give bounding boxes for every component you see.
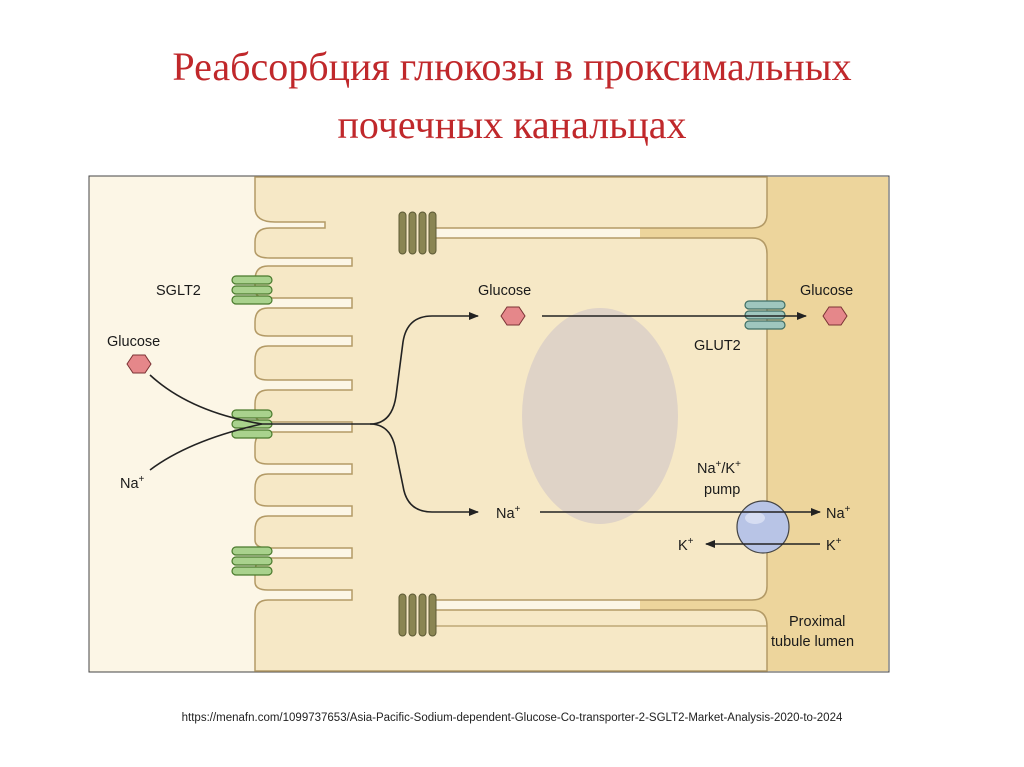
glucose-hexagon-interstitium bbox=[822, 306, 848, 326]
slide-title: Реабсорбция глюкозы в проксимальных поче… bbox=[0, 38, 1024, 154]
cell-nucleus bbox=[522, 308, 678, 524]
glucose-out-label: Glucose bbox=[800, 283, 853, 299]
na-k-pump bbox=[736, 500, 790, 554]
sglt2-transporter-bottom bbox=[231, 546, 273, 576]
k-out-label: K+ bbox=[826, 536, 842, 554]
glucose-hexagon-cell bbox=[500, 306, 526, 326]
na-entry-arrow bbox=[149, 423, 263, 471]
glucose-cell-label: Glucose bbox=[478, 283, 531, 299]
sglt2-label: SGLT2 bbox=[156, 283, 201, 299]
glucose-entry-arrow bbox=[149, 374, 263, 425]
sglt2-transporter-middle bbox=[231, 409, 273, 439]
source-link[interactable]: https://menafn.com/1099737653/Asia-Pacif… bbox=[181, 712, 843, 724]
tight-junction-bottom bbox=[398, 593, 437, 637]
k-in-label: K+ bbox=[678, 536, 694, 554]
lumen-label-line1: Proximal bbox=[789, 614, 845, 630]
sglt2-transporter-top bbox=[231, 275, 273, 305]
glucose-hexagon-lumen bbox=[126, 354, 152, 374]
na-k-pump-label-line2: pump bbox=[704, 482, 740, 498]
glucose-lumen-label: Glucose bbox=[107, 334, 160, 350]
glut2-label: GLUT2 bbox=[694, 338, 741, 354]
na-cell-label: Na+ bbox=[496, 504, 521, 522]
lumen-label-line2: tubule lumen bbox=[771, 634, 854, 650]
na-k-pump-label-line1: Na+/K+ bbox=[697, 459, 741, 477]
na-out-label: Na+ bbox=[826, 504, 851, 522]
na-cell-arrow bbox=[369, 423, 479, 516]
na-lumen-label: Na+ bbox=[120, 474, 145, 492]
slide-title-line-1: Реабсорбция глюкозы в проксимальных bbox=[172, 44, 852, 89]
glucose-cell-arrow bbox=[369, 312, 479, 425]
tight-junction-top bbox=[398, 211, 437, 255]
slide-title-line-2: почечных канальцах bbox=[337, 102, 687, 147]
glut2-transporter bbox=[744, 300, 786, 330]
